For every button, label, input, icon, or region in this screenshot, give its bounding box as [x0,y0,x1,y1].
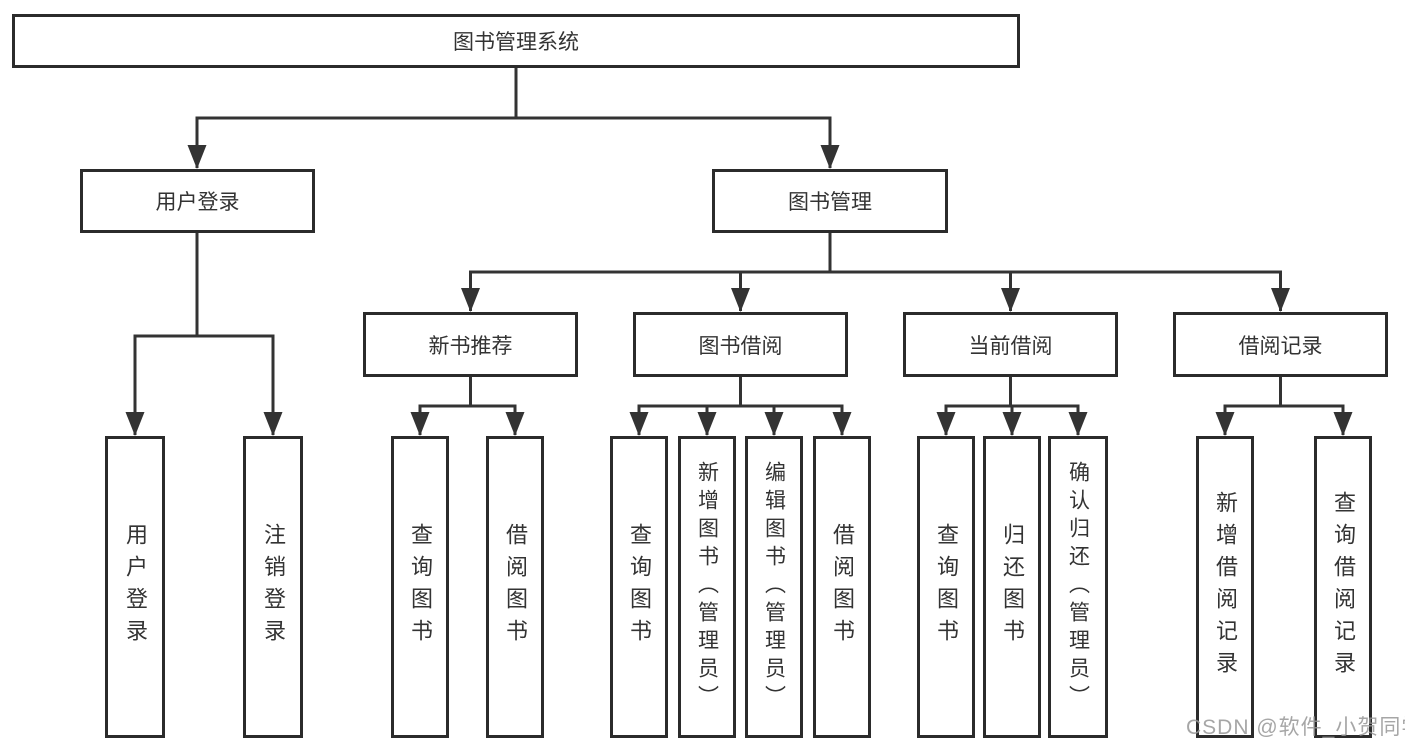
leaf-borrow-books-2-label: 借阅图书 [830,523,855,651]
leaf-user-login-label: 用户登录 [123,523,148,651]
node-book-management-label: 图书管理 [788,191,872,214]
leaf-user-login: 用户登录 [105,436,165,738]
leaf-query-books-3: 查询图书 [917,436,975,738]
leaf-return-books-label: 归还图书 [1000,523,1025,651]
leaf-return-books: 归还图书 [983,436,1041,738]
node-current-borrowing: 当前借阅 [903,312,1118,377]
node-new-book-recommendation: 新书推荐 [363,312,578,377]
node-user-login: 用户登录 [80,169,315,233]
leaf-add-book-admin: 新增图书（管理员） [678,436,736,738]
leaf-query-borrow-record-label: 查询借阅记录 [1331,491,1356,683]
node-book-borrowing: 图书借阅 [633,312,848,377]
leaf-query-books-1: 查询图书 [391,436,449,738]
leaf-borrow-books-2: 借阅图书 [813,436,871,738]
node-new-book-recommendation-label: 新书推荐 [428,334,513,358]
leaf-query-books-2-label: 查询图书 [627,523,652,651]
leaf-logout-label: 注销登录 [261,523,286,651]
node-root-label: 图书管理系统 [453,31,579,54]
leaf-query-books-2: 查询图书 [610,436,668,738]
leaf-add-borrow-record: 新增借阅记录 [1196,436,1254,738]
node-book-borrowing-label: 图书借阅 [698,334,783,358]
node-borrowing-records: 借阅记录 [1173,312,1388,377]
leaf-logout: 注销登录 [243,436,303,738]
leaf-edit-book-admin-label: 编辑图书（管理员） [762,461,786,713]
node-root: 图书管理系统 [12,14,1020,68]
leaf-query-books-1-label: 查询图书 [408,523,433,651]
leaf-borrow-books-1-label: 借阅图书 [503,523,528,651]
node-borrowing-records-label: 借阅记录 [1238,334,1323,358]
node-current-borrowing-label: 当前借阅 [968,334,1053,358]
leaf-query-borrow-record: 查询借阅记录 [1314,436,1372,738]
leaf-borrow-books-1: 借阅图书 [486,436,544,738]
leaf-confirm-return-admin: 确认归还（管理员） [1048,436,1108,738]
node-book-management: 图书管理 [712,169,948,233]
leaf-query-books-3-label: 查询图书 [934,523,959,651]
leaf-add-borrow-record-label: 新增借阅记录 [1213,491,1238,683]
node-user-login-label: 用户登录 [155,191,240,214]
leaf-confirm-return-admin-label: 确认归还（管理员） [1066,461,1090,713]
watermark-text: CSDN @软件_小贺同学 [1186,716,1405,739]
leaf-add-book-admin-label: 新增图书（管理员） [695,461,719,713]
leaf-edit-book-admin: 编辑图书（管理员） [745,436,803,738]
